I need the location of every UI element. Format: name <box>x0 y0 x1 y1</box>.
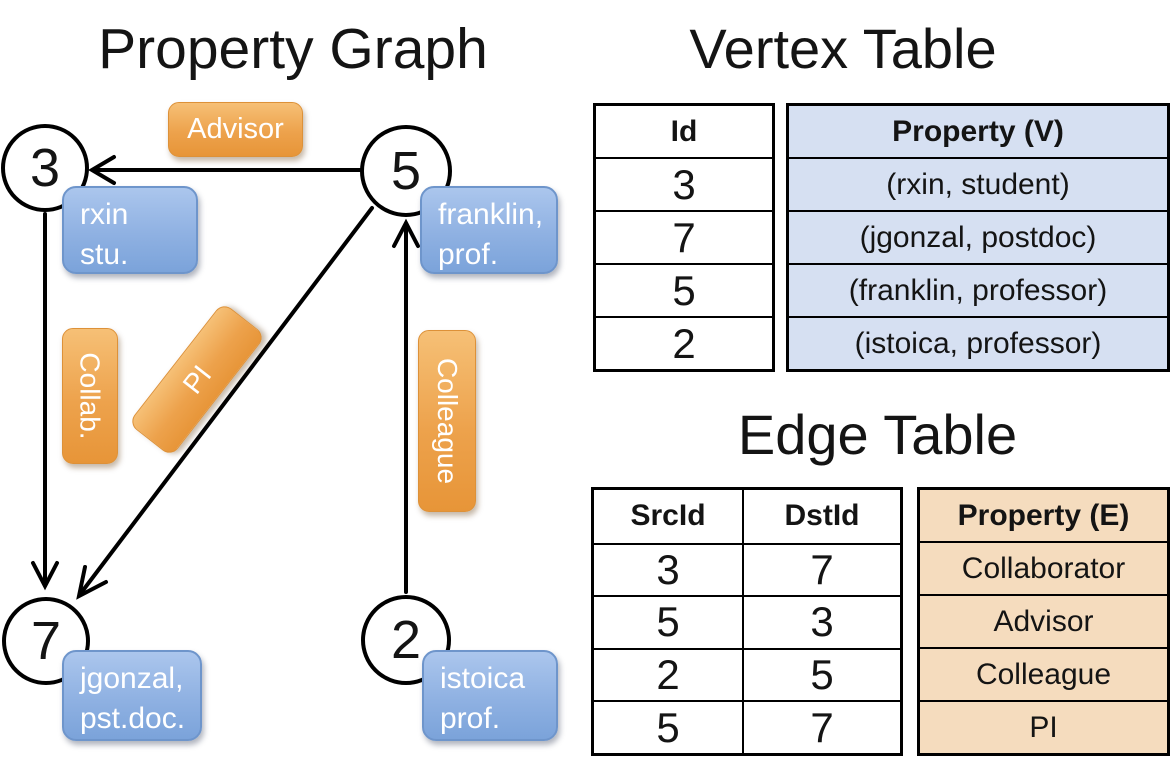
vertex-property-box-rxin: rxin stu. <box>62 186 198 274</box>
edge-table-row-srcid: 5 <box>594 595 744 648</box>
node-2-id: 2 <box>390 610 422 670</box>
vertex-table-row-property: (franklin, professor) <box>789 263 1167 316</box>
edge-table-title: Edge Table <box>737 403 1018 466</box>
edge-table-id-columns: SrcId DstId 3 7 5 3 2 5 5 7 <box>591 487 903 756</box>
edge-label-colleague: Colleague <box>418 330 476 512</box>
edge-table-row-property: Colleague <box>920 647 1167 700</box>
graph-edges-layer <box>31 155 420 600</box>
graph-node-2: 2 <box>361 595 451 685</box>
edge-table-row-srcid: 2 <box>594 647 744 701</box>
vertex-table-property-column: Property (V) (rxin, student) (jgonzal, p… <box>786 103 1170 372</box>
edge-table-row-srcid: 3 <box>594 542 744 596</box>
edge-table-row-property: Advisor <box>920 594 1167 647</box>
node-7-id: 7 <box>30 611 62 671</box>
node-5-id: 5 <box>390 141 422 201</box>
vertex-table-row-property: (istoica, professor) <box>789 316 1167 369</box>
edge-collaborator-arrow <box>31 212 59 591</box>
edge-table-row-dstid: 7 <box>744 700 900 753</box>
edge-colleague-arrow <box>392 218 420 594</box>
edge-table-row-dstid: 3 <box>744 595 900 648</box>
vertex-table-row-id: 5 <box>596 263 772 316</box>
edge-table-row-property: Collaborator <box>920 541 1167 594</box>
edge-label-advisor: Advisor <box>168 102 303 157</box>
edge-table-row-dstid: 5 <box>744 647 900 701</box>
vertex-table-row-property: (rxin, student) <box>789 157 1167 210</box>
vertex-table-row-property: (jgonzal, postdoc) <box>789 210 1167 263</box>
edge-advisor-arrow <box>88 155 362 185</box>
vertex-property-box-istoica: istoica prof. <box>422 650 558 741</box>
vertex-table-id-column: Id 3 7 5 2 <box>593 103 775 372</box>
edge-table-row-dstid: 7 <box>744 542 900 596</box>
node-3-id: 3 <box>29 138 61 198</box>
vertex-table-header-property: Property (V) <box>789 106 1167 157</box>
edge-label-collab: Collab. <box>62 328 118 464</box>
edge-table-row-property: PI <box>920 700 1167 753</box>
vertex-table-row-id: 7 <box>596 210 772 263</box>
edge-table-header-property: Property (E) <box>920 490 1167 541</box>
edge-table-property-column: Property (E) Collaborator Advisor Collea… <box>917 487 1170 756</box>
edge-table-header-dstid: DstId <box>784 499 860 533</box>
vertex-table-row-id: 3 <box>596 157 772 210</box>
vertex-property-box-franklin: franklin, prof. <box>420 186 558 274</box>
graph-title: Property Graph <box>98 17 488 81</box>
edge-pi-arrow <box>76 206 374 600</box>
vertex-table-header-id: Id <box>670 114 698 148</box>
edge-table-header-srcid: SrcId <box>594 490 744 543</box>
vertex-table-row-id: 2 <box>596 316 772 369</box>
vertex-table-title: Vertex Table <box>689 17 997 80</box>
edge-table-row-srcid: 5 <box>594 700 744 753</box>
vertex-property-box-jgonzal: jgonzal, pst.doc. <box>62 650 202 741</box>
